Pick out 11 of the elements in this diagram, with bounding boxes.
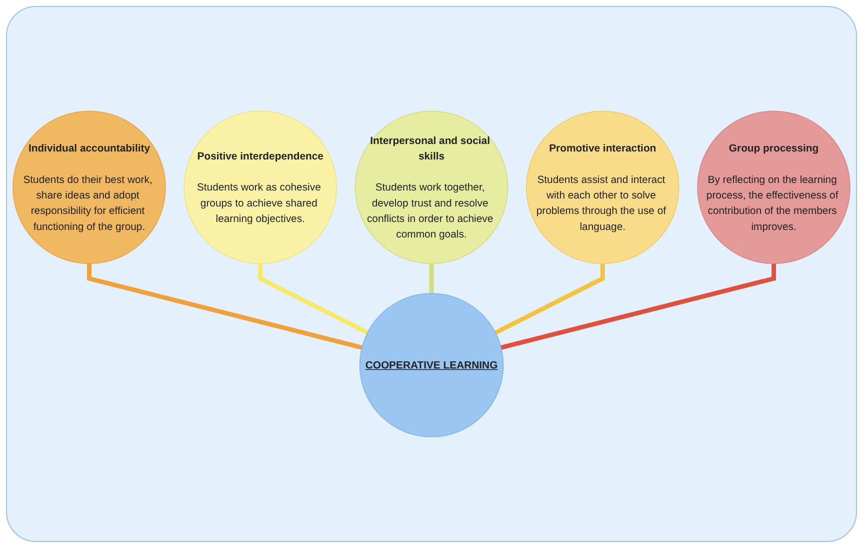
connector <box>258 264 368 335</box>
node-circle: Group processing By reflecting on the learning process, the effectiveness of contribution of the members improves. <box>697 110 850 264</box>
node-circle: Positive interdependence Students work as cohesive groups to achieve shared learning objectives. <box>184 110 337 264</box>
node-circle: Promotive interaction Students assist and interact with each other to solve problems through the use of language. <box>526 110 680 264</box>
connector <box>494 264 605 335</box>
connector <box>86 264 362 350</box>
connector <box>429 264 434 294</box>
node-circle: Interpersonal and social skills Students work together, develop trust and resolve conflicts in order to achieve common goals. <box>354 110 508 264</box>
node-circle: COOPERATIVE LEARNING <box>359 293 504 438</box>
connector <box>500 264 776 350</box>
node-circle: Individual accountability Students do their best work, share ideas and adopt responsibility for efficient functioning of the group. <box>12 110 166 264</box>
